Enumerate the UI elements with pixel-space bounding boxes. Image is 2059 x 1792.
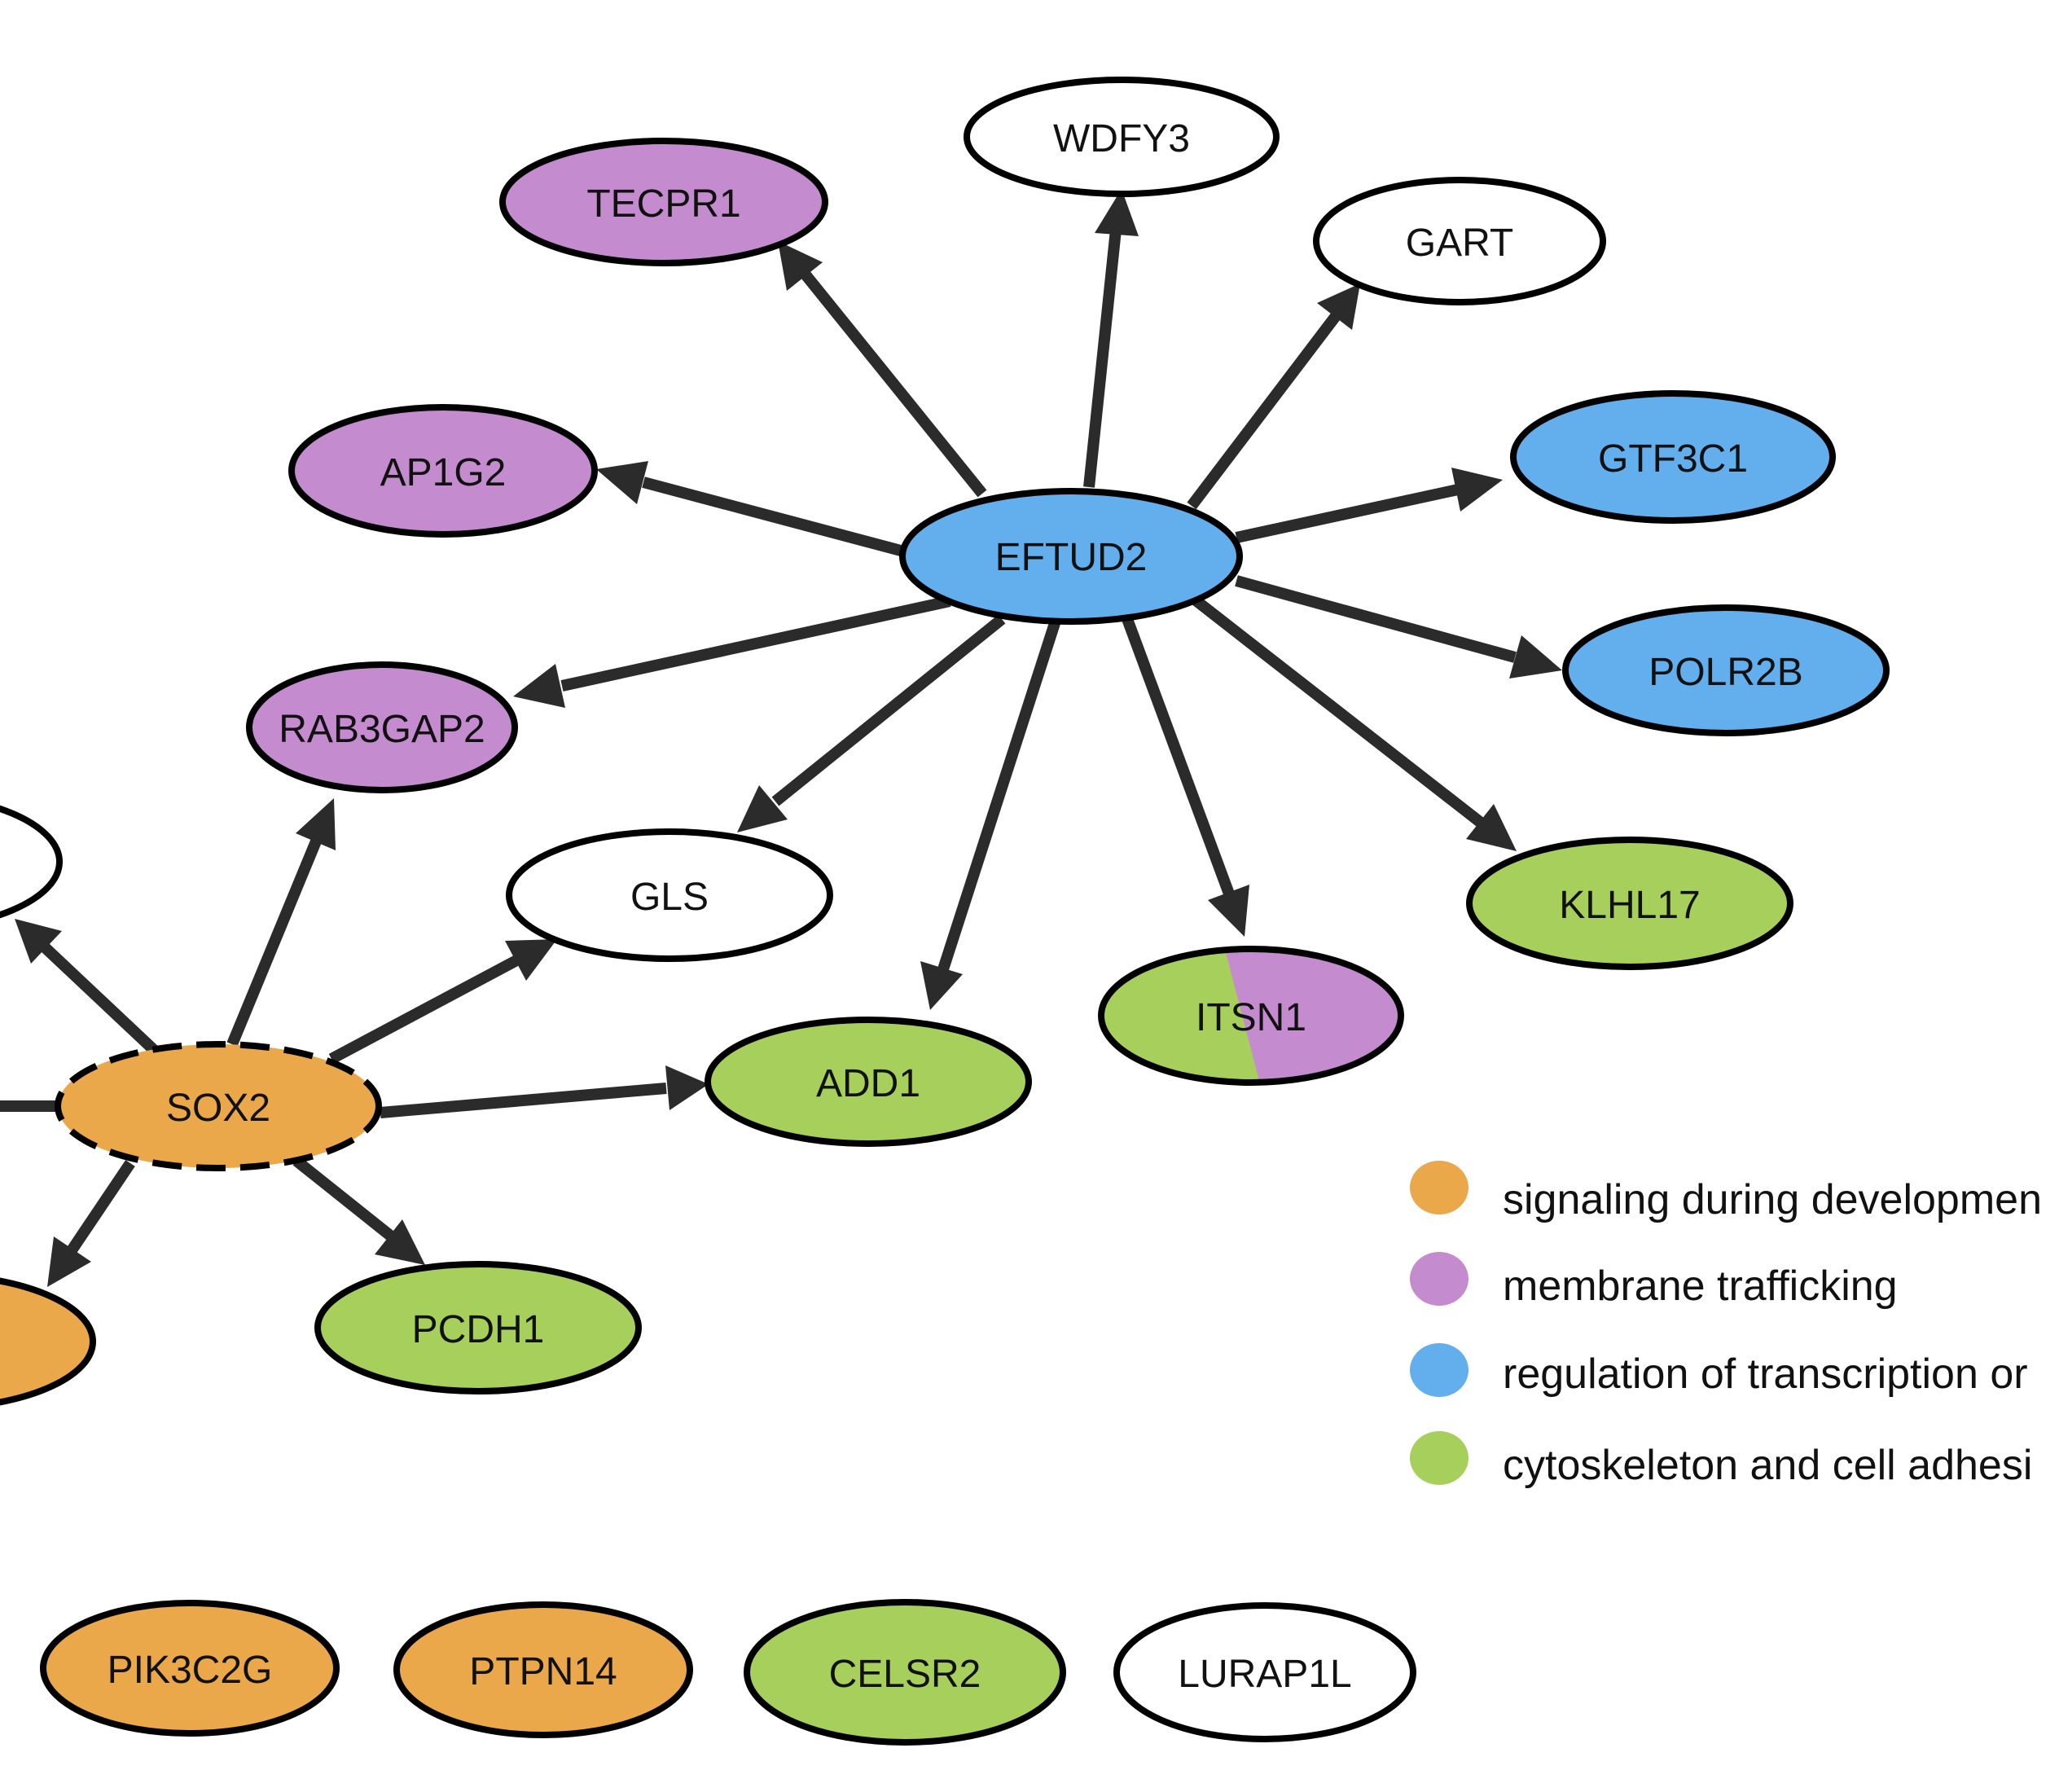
node-add1-label: ADD1 [816, 1062, 920, 1105]
arrowhead-gart [1317, 283, 1360, 330]
node-polr2b[interactable]: POLR2B [1562, 604, 1890, 736]
node-wdfy3[interactable]: WDFY3 [964, 77, 1280, 197]
arrowhead-polr2b [1509, 635, 1562, 679]
legend-swatch-transcription [1410, 1343, 1469, 1397]
edge-sox2-rab3gap2 [226, 835, 323, 1047]
node-eftud2[interactable]: EFTUD2 [899, 488, 1243, 625]
edge-sox2-add1 [380, 1083, 667, 1118]
legend-label-membrane: membrane trafficking [1503, 1263, 1898, 1310]
node-klhl17[interactable]: KLHL17 [1466, 837, 1793, 970]
node-rab3gap2[interactable]: RAB3GAP2 [246, 661, 518, 793]
node-gart-label: GART [1406, 222, 1513, 265]
edge-eftud2-add1 [937, 618, 1061, 972]
legend: signaling during developmen membrane tra… [1410, 1161, 2042, 1489]
edge-eftud2-tecpr1 [800, 270, 987, 498]
edge-eftud2-polr2b [1235, 575, 1517, 663]
legend-item-signaling: signaling during developmen [1410, 1161, 2042, 1223]
legend-label-transcription: regulation of transcription or [1503, 1351, 2028, 1398]
edges [0, 189, 1562, 1287]
edge-eftud2-gtf3c1 [1235, 484, 1460, 543]
arrowhead-gls [737, 785, 788, 832]
edge-sox2-pcdh1 [292, 1156, 397, 1243]
legend-item-transcription: regulation of transcription or [1410, 1343, 2028, 1398]
edge-eftud2-klhl17 [1188, 592, 1488, 830]
node-ap1g2-label: AP1G2 [380, 451, 507, 494]
legend-item-cytoskeleton: cytoskeleton and cell adhesi [1410, 1431, 2032, 1489]
node-celsr2[interactable]: CELSR2 [744, 1599, 1066, 1746]
edge-eftud2-ap1g2 [642, 477, 902, 556]
arrowhead-gtf3c1 [1451, 468, 1503, 512]
arrowhead-tecpr1 [778, 241, 823, 291]
node-lurap1l-label: LURAP1L [1178, 1653, 1351, 1696]
legend-swatch-cytoskeleton [1410, 1431, 1469, 1485]
node-klhl17-label: KLHL17 [1559, 884, 1700, 927]
edge-eftud2-rab3gap2 [560, 595, 951, 692]
edge-sox2-gls [328, 953, 523, 1065]
edge-eftud2-gart [1187, 312, 1341, 510]
node-gls[interactable]: GLS [506, 828, 833, 962]
arrowhead-left-upper [15, 919, 62, 964]
node-sox2[interactable]: SOX2 [55, 1041, 382, 1171]
nodes: EFTUD2 WDFY3 TECPR1 GART AP1G2 GTF3C1 RA… [0, 77, 1890, 1746]
node-cropped-upper-left[interactable] [0, 793, 63, 930]
node-pcdh1-label: PCDH1 [412, 1308, 545, 1351]
node-pik3c2g-label: PIK3C2G [108, 1649, 273, 1692]
node-itsn1[interactable]: ITSN1 [1091, 937, 1450, 1100]
node-ptpn14-label: PTPN14 [469, 1650, 617, 1693]
legend-swatch-membrane [1410, 1252, 1469, 1306]
node-rab3gap2-label: RAB3GAP2 [279, 708, 485, 751]
node-celsr2-label: CELSR2 [829, 1653, 981, 1696]
node-tecpr1-label: TECPR1 [586, 182, 740, 226]
node-pik3c2g[interactable]: PIK3C2G [40, 1600, 340, 1737]
legend-swatch-signaling [1410, 1161, 1469, 1214]
edge-eftud2-wdfy3 [1083, 229, 1122, 488]
legend-label-cytoskeleton: cytoskeleton and cell adhesi [1503, 1442, 2032, 1489]
node-add1[interactable]: ADD1 [705, 1017, 1032, 1147]
arrowhead-left-lower [47, 1236, 91, 1287]
node-ap1g2[interactable]: AP1G2 [288, 404, 598, 538]
node-tecpr1[interactable]: TECPR1 [499, 138, 828, 266]
node-wdfy3-label: WDFY3 [1053, 117, 1190, 160]
node-gtf3c1[interactable]: GTF3C1 [1510, 390, 1836, 524]
legend-item-membrane: membrane trafficking [1410, 1252, 1898, 1310]
node-sox2-label: SOX2 [166, 1087, 270, 1130]
edge-eftud2-itsn1 [1122, 617, 1236, 898]
node-gart[interactable]: GART [1313, 177, 1606, 305]
arrowhead-itsn1 [1208, 885, 1249, 937]
node-lurap1l[interactable]: LURAP1L [1113, 1602, 1416, 1742]
node-polr2b-label: POLR2B [1649, 651, 1802, 694]
arrowhead-klhl17 [1466, 804, 1517, 851]
node-pcdh1[interactable]: PCDH1 [314, 1261, 642, 1395]
node-itsn1-label: ITSN1 [1196, 996, 1306, 1039]
arrowhead-add1 [920, 961, 963, 1010]
arrowhead-rab3gap2-from-sox2 [296, 798, 336, 850]
arrowhead-gls-from-sox2 [505, 939, 557, 981]
edge-sox2-left-lower [67, 1160, 135, 1254]
node-gls-label: GLS [630, 876, 709, 919]
arrowhead-rab3gap2 [513, 664, 565, 708]
node-eftud2-label: EFTUD2 [995, 536, 1148, 579]
arrowhead-wdfy3 [1095, 189, 1139, 236]
arrowhead-add1-from-sox2 [665, 1065, 709, 1110]
arrowhead-pcdh1 [375, 1219, 425, 1265]
node-cropped-lower-left[interactable] [0, 1275, 96, 1408]
edge-eftud2-gls [771, 614, 1006, 806]
edge-sox2-left-upper [41, 942, 159, 1056]
arrowhead-ap1g2 [596, 461, 648, 504]
node-ptpn14[interactable]: PTPN14 [393, 1601, 693, 1738]
node-gtf3c1-label: GTF3C1 [1598, 437, 1748, 481]
legend-label-signaling: signaling during developmen [1503, 1176, 2042, 1223]
